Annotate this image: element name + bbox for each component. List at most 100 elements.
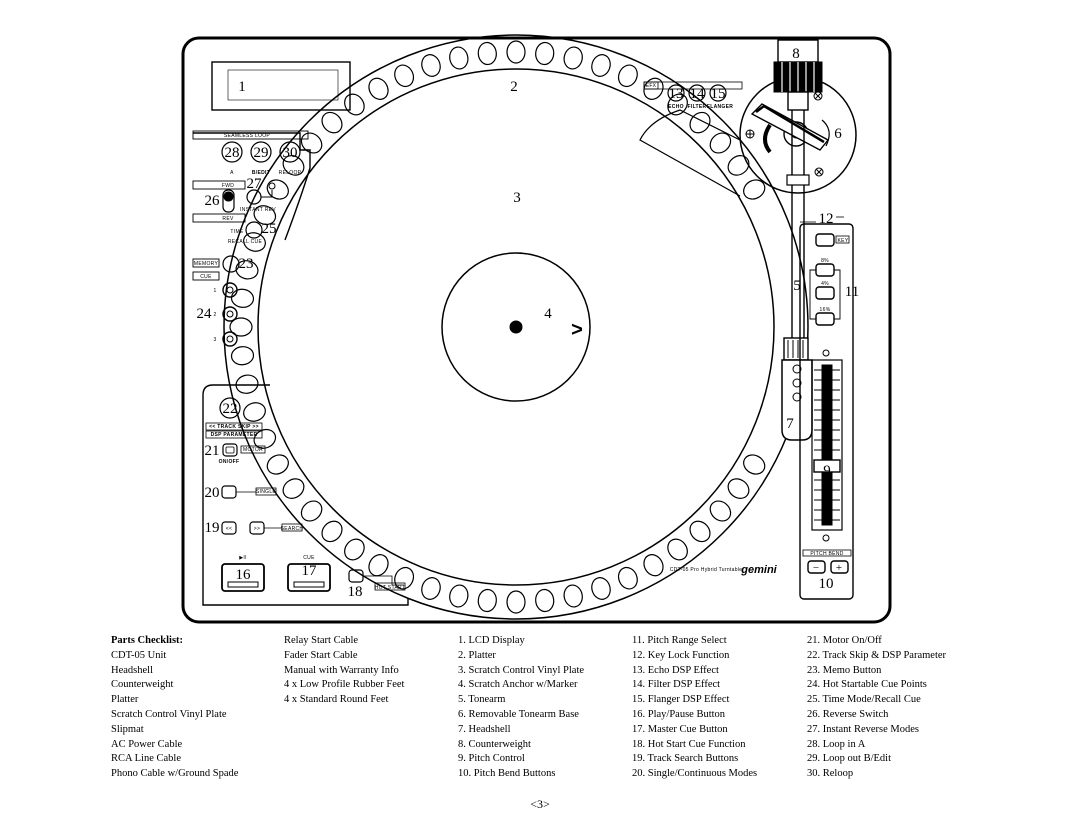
pitch-bend-plus-button[interactable] xyxy=(830,560,849,574)
reloop-button[interactable] xyxy=(279,141,301,163)
cue-point-2[interactable] xyxy=(222,306,238,322)
key-lock-button[interactable] xyxy=(815,233,835,247)
brand-logo: gemini xyxy=(740,564,777,576)
platter-dot xyxy=(535,588,555,613)
parts-item: RCA Line Cable xyxy=(111,753,181,765)
legend-item: 20. Single/Continuous Modes xyxy=(632,768,758,780)
pitch-fader-knob[interactable] xyxy=(813,459,841,473)
platter-dot xyxy=(266,179,289,200)
callout-20: 20 xyxy=(205,485,220,501)
legend-item: 13. Echo DSP Effect xyxy=(632,664,719,676)
pitch-bend-minus-button[interactable] xyxy=(807,560,826,574)
legend-item: 27. Instant Reverse Modes xyxy=(807,723,919,735)
tonearm xyxy=(791,110,805,340)
callout-22: 22 xyxy=(223,401,238,417)
platter-dot xyxy=(709,500,732,522)
memory-button[interactable] xyxy=(222,255,240,273)
reverse-switch[interactable] xyxy=(222,189,235,213)
on-off-label: ON/OFF xyxy=(219,459,240,465)
flanger-label: FLANGER xyxy=(707,104,733,110)
play-pause-label: ▶II xyxy=(239,555,247,561)
dsp-parameter-label: DSP PARAMETER xyxy=(211,432,258,438)
platter-dot xyxy=(300,500,323,522)
legend-item: 15. Flanger DSP Effect xyxy=(632,694,730,706)
single-button[interactable] xyxy=(221,485,237,499)
filter-button[interactable] xyxy=(688,84,706,102)
platter-dot xyxy=(643,554,664,577)
play-pause-button[interactable] xyxy=(221,563,265,592)
legend-item: 26. Reverse Switch xyxy=(807,708,889,720)
callout-9: 9 xyxy=(823,463,831,479)
parts-item: Relay Start Cable xyxy=(284,635,359,646)
platter-dot xyxy=(282,155,305,176)
callout-3: 3 xyxy=(513,190,521,206)
tonearm-rest xyxy=(750,103,830,151)
callout-12: 12 xyxy=(819,211,834,227)
turntable-body xyxy=(181,36,892,624)
pitch-bend-label: PITCH BEND xyxy=(810,551,843,557)
search-prev-button[interactable] xyxy=(221,521,237,535)
parts-item: Fader Start Cable xyxy=(284,649,358,661)
fwd-label: FWD xyxy=(222,183,234,189)
platter-dot xyxy=(591,54,611,77)
platter-dot xyxy=(449,46,469,70)
platter-dot xyxy=(253,205,277,226)
parts-checklist-col2: Relay Start Cable Fader Start Cable Manu… xyxy=(284,634,404,708)
legend-item: 9. Pitch Control xyxy=(458,753,525,765)
callout-13: 13 xyxy=(669,86,684,102)
time-recall-button[interactable] xyxy=(245,221,263,239)
scratch-anchor-marker: > xyxy=(571,319,583,341)
callout-5: 5 xyxy=(793,278,801,294)
platter-dot xyxy=(421,54,441,77)
platter-dot xyxy=(229,317,253,337)
pitch-bend-minus-label: − xyxy=(813,562,819,574)
flanger-button[interactable] xyxy=(709,84,727,102)
pitch-bend-plus-label: + xyxy=(836,562,842,574)
callout-27: 27 xyxy=(247,176,263,192)
pitch-range-4-button[interactable] xyxy=(815,286,835,300)
callout-24: 24 xyxy=(197,306,213,322)
cue-3-label: 3 xyxy=(213,337,216,343)
pitch-range-16-button[interactable] xyxy=(815,312,835,326)
legend-item: 19. Track Search Buttons xyxy=(632,753,739,765)
cue-button[interactable] xyxy=(287,563,331,592)
platter-dot xyxy=(300,132,323,154)
loop-a-button[interactable] xyxy=(221,141,243,163)
motor-label: MOTOR xyxy=(243,447,263,453)
page-number: <3> xyxy=(530,797,550,811)
pitch-range-8-button[interactable] xyxy=(815,263,835,277)
loop-bedit-label: B/EDIT xyxy=(252,170,270,176)
memory-label: MEMORY xyxy=(194,261,219,267)
single-label: SINGLE xyxy=(256,489,277,495)
legend-item: 23. Memo Button xyxy=(807,664,882,676)
hot-start-label: HOT START xyxy=(375,585,405,591)
platter-dot xyxy=(449,584,469,608)
legend-item: 6. Removable Tonearm Base xyxy=(458,708,579,720)
loop-b-edit-button[interactable] xyxy=(250,141,272,163)
platter-dot xyxy=(727,155,750,176)
echo-button[interactable] xyxy=(667,84,685,102)
callout-17: 17 xyxy=(302,563,318,579)
cue-point-1[interactable] xyxy=(222,282,238,298)
platter-dots xyxy=(229,40,766,614)
platter-dot xyxy=(506,590,526,614)
cue-point-3[interactable] xyxy=(222,331,238,347)
motor-button[interactable] xyxy=(222,443,238,457)
fx-label: EFX xyxy=(646,83,657,89)
filter-label: FILTER xyxy=(688,104,707,110)
track-skip-knob[interactable] xyxy=(219,397,241,419)
platter-dot xyxy=(563,584,583,608)
platter-dot xyxy=(506,40,526,64)
platter-dot xyxy=(394,64,415,88)
search-label: SEARCH xyxy=(281,526,304,532)
cue-2-label: 2 xyxy=(213,312,216,318)
callout-10: 10 xyxy=(819,576,834,592)
legend-item: 1. LCD Display xyxy=(458,635,525,646)
platter-dot xyxy=(235,260,259,280)
legend-item: 25. Time Mode/Recall Cue xyxy=(807,694,921,706)
callout-2: 2 xyxy=(510,79,518,95)
parts-item: 4 x Low Profile Rubber Feet xyxy=(284,679,405,691)
cue-1-label: 1 xyxy=(213,288,216,294)
platter-dot xyxy=(421,577,441,600)
